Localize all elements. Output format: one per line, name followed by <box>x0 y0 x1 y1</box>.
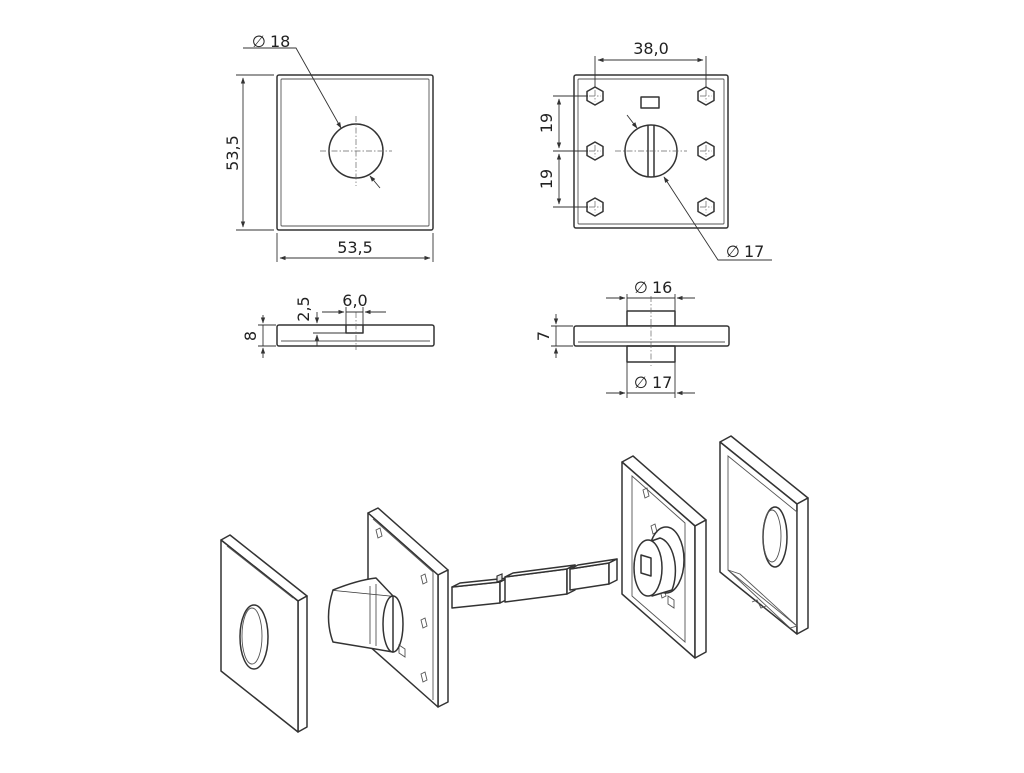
dim-2-5-label: 2,5 <box>294 296 313 321</box>
iso-rose-left-hole <box>239 604 269 670</box>
iso-back-plate <box>621 455 707 659</box>
dia-17-label: 17 <box>744 242 764 261</box>
dim-8-label: 8 <box>241 331 260 341</box>
dia-17b-symbol: ∅ <box>634 373 648 392</box>
rose-outer-edge <box>276 74 434 231</box>
dim-19-lower-label: 19 <box>537 169 556 189</box>
dia-17-leader <box>663 176 772 261</box>
iso-knob-body <box>327 589 394 653</box>
rose-side-step <box>345 325 364 334</box>
hex-screw-tr <box>697 86 715 106</box>
plate-outer-edge <box>573 74 729 229</box>
rose-side-body <box>276 324 435 347</box>
hex-screw-br <box>697 197 715 217</box>
front-view-rose: ∅ 18 53,5 53,5 <box>223 32 434 262</box>
hex-screw-ml <box>586 141 604 161</box>
dim-6-0-label: 6,0 <box>342 291 367 310</box>
dia-16-label: 16 <box>652 278 672 297</box>
plate-small-slot <box>640 96 660 109</box>
height-label: 53,5 <box>223 135 242 171</box>
iso-rose-left-face <box>220 539 299 733</box>
exploded-assembly <box>220 435 809 733</box>
iso-boss-square-hole <box>640 554 652 577</box>
plate-side-body <box>573 325 730 347</box>
dia-18-arrow-2 <box>369 175 381 189</box>
plate-inner-edge <box>577 78 725 225</box>
dia-18-label: 18 <box>270 32 290 51</box>
hex-screws <box>586 86 715 217</box>
dia-17b-label: 17 <box>652 373 672 392</box>
dia-18-symbol: ∅ <box>252 32 266 51</box>
back-view-plate: 38,0 19 19 ∅ 17 <box>537 39 772 261</box>
dia-17-arrow-2 <box>626 114 638 129</box>
hex-screw-mr <box>697 141 715 161</box>
dia-18-leader <box>243 47 342 129</box>
dim-38-label: 38,0 <box>633 39 669 58</box>
side-view-rose: 8 2,5 6,0 <box>241 291 435 358</box>
width-label: 53,5 <box>337 238 373 257</box>
dim-7-label: 7 <box>534 331 553 341</box>
hex-screw-bl <box>586 197 604 217</box>
side-view-plate: 7 ∅ 16 ∅ 17 <box>534 278 730 398</box>
iso-rose-right <box>719 435 809 635</box>
iso-spindle <box>451 558 618 609</box>
hex-screw-tl <box>586 86 604 106</box>
dia-16-symbol: ∅ <box>634 278 648 297</box>
rose-inner-edge <box>280 78 430 227</box>
iso-rose-left <box>220 534 308 733</box>
dim-19-upper-label: 19 <box>537 113 556 133</box>
dia-17-symbol: ∅ <box>726 242 740 261</box>
iso-plate-knob <box>327 507 449 708</box>
